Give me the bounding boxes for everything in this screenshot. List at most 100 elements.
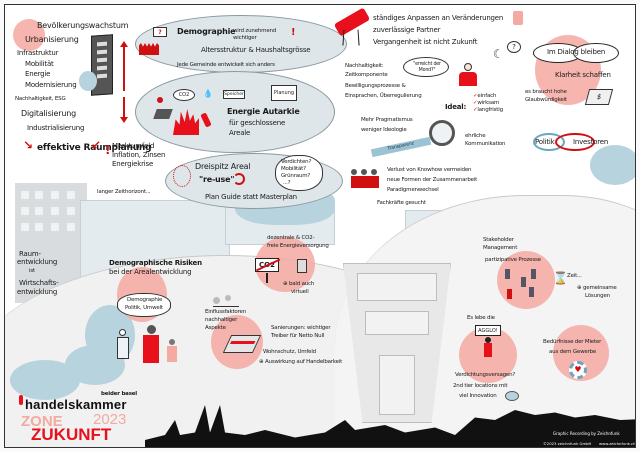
- ideal-item-einfach: ✓einfach: [473, 93, 497, 99]
- protester-icon: [483, 337, 493, 357]
- label-vergangenheit: Vergangenheit ist nicht Zukunft: [373, 38, 478, 46]
- label-planguide: Plan Guide statt Masterplan: [205, 193, 297, 201]
- gear-heart-icon: ♥: [569, 361, 587, 379]
- demo-thought-cloud: [117, 293, 171, 317]
- label-moon-quote: "erreicht der Mond?": [413, 62, 441, 73]
- brand-zukunft: ZUKUNFT: [31, 425, 112, 444]
- label-loesungen: Lösungen: [585, 293, 610, 299]
- label-innovation: viel Innovation: [459, 393, 497, 399]
- label-ist: ist: [29, 268, 35, 274]
- exclamation-icon: !: [105, 143, 111, 157]
- co2-sign-post: [266, 273, 268, 283]
- label-gemeinde: Jede Gemeinde entwickelt sich anders: [177, 62, 275, 68]
- label-entwicklung: entwicklung: [17, 258, 58, 266]
- label-kommunikation: Kommunikation: [465, 141, 506, 147]
- label-knowhow: Verlust von Knowhow vermeiden: [387, 167, 472, 173]
- moon-icon: ☾: [493, 47, 504, 61]
- calendar-icon: ?: [153, 27, 167, 37]
- label-mobilitaet-q: Mobilität?: [281, 166, 306, 172]
- tower-window-row: [357, 273, 437, 301]
- label-beduerfnisse: Bedürfnisse der Mieter: [543, 339, 602, 345]
- label-nachhaltigkeit-2: Nachhaltigkeit:: [345, 63, 384, 69]
- label-ideologie: weniger Ideologie: [361, 127, 407, 133]
- label-klarheit: Klarheit schaffen: [555, 71, 611, 79]
- handelskammer-logo-icon: [19, 395, 23, 405]
- label-entwicklung-2: entwicklung: [17, 288, 58, 296]
- tree-icon: [79, 71, 97, 91]
- label-energieversorgung: freie Energieversorgung: [267, 243, 329, 249]
- label-ideal: Ideal:: [445, 103, 467, 111]
- speicher-label-box: Speicher: [223, 90, 245, 99]
- label-aspekte: Aspekte: [205, 325, 226, 331]
- label-virtuell: virtuell: [291, 289, 309, 295]
- label-industrialisierung: Industrialisierung: [27, 124, 85, 132]
- label-inflation: Inflation, Zinsen: [112, 151, 166, 159]
- tree: [10, 360, 80, 400]
- label-arealentwicklung: bei der Arealentwicklung: [109, 268, 192, 276]
- label-zunehmend: wird zunehmend wichtiger: [233, 28, 277, 41]
- water-drops-icon: 💧: [203, 89, 213, 98]
- team-icon: [351, 169, 381, 189]
- ideal-item-langfristig: ✓langfristig: [473, 106, 503, 113]
- label-demographie: Demographie: [177, 27, 236, 36]
- question-cloud-icon: ?: [507, 41, 521, 53]
- tower-door: [379, 355, 415, 415]
- label-netto-null: Treiber für Netto Null: [271, 333, 325, 339]
- label-demo-risks: Demographische Risiken: [109, 259, 202, 267]
- arrow-down-head-icon: [120, 117, 128, 123]
- label-fachkraefte: Fachkräfte gesucht: [377, 200, 426, 206]
- label-auswirkung: ⊕ Auswirkung auf Handelbarkeit: [259, 359, 343, 365]
- tablet-hand-icon: [297, 259, 307, 273]
- label-areale: Areale: [229, 129, 251, 137]
- label-zeit: Zeit...: [567, 273, 582, 279]
- dotted-loop-icon: [173, 165, 191, 187]
- label-zusammenarbeit: neue Formen der Zusammenarbeit: [387, 177, 478, 183]
- label-partner: zuverlässige Partner: [373, 26, 441, 34]
- label-stakeholder: Stakeholder: [483, 237, 514, 243]
- arrow-down-icon: [123, 97, 125, 119]
- label-verdichtung: Verdichtungsversagen?: [455, 372, 516, 378]
- sun-icon: [157, 97, 163, 103]
- magnifier-icon: [429, 120, 455, 146]
- exclamation-icon: !: [291, 27, 296, 38]
- brand-zone: ZONE: [21, 413, 63, 430]
- ideal-item-wirksam: ✓wirksam: [473, 99, 500, 106]
- planung-scroll-icon: Planung: [271, 85, 297, 101]
- label-nachhaltigkeit: Nachhaltigkeit, ESG: [15, 96, 66, 102]
- brand-year: 2023: [93, 411, 127, 428]
- label-raum: Raum-: [19, 250, 41, 258]
- label-investoren: Investoren: [573, 138, 609, 146]
- label-marktumfeld: Marktumfeld: [112, 142, 155, 150]
- ideal-list: ✓einfach ✓wirksam ✓langfristig: [473, 93, 503, 114]
- arrow-up-head-icon: [120, 41, 128, 47]
- moon-quote-bubble: [403, 57, 449, 77]
- label-mobilitaet: Mobilität: [25, 60, 54, 68]
- reuse-arrow-icon: [233, 173, 245, 185]
- arrow-up-icon: [123, 45, 125, 91]
- label-paradigmenwechsel: Paradigmenwechsel: [387, 187, 439, 193]
- label-partizipative: partizipative Prozesse: [485, 257, 541, 263]
- highlight-blob: [13, 19, 45, 51]
- label-wirtschafts: Wirtschafts-: [19, 279, 59, 287]
- tree: [590, 145, 635, 185]
- label-politik: Politik: [535, 138, 555, 146]
- thought-cloud: [275, 155, 323, 191]
- label-gemeinsame: ⊕ gemeinsame: [577, 285, 617, 291]
- transparenz-handle: Transparenz: [370, 136, 432, 158]
- money-stack-icon: $: [584, 89, 614, 105]
- credits-line-1: Graphic Recording by Zeichnfunk: [553, 431, 620, 436]
- label-energiekrise: Energiekrise: [112, 160, 154, 168]
- label-bevoelkerung: Bevölkerungswachstum: [37, 21, 129, 30]
- label-glaubwuerdigkeit: Glaubwürdigkeit: [525, 97, 567, 103]
- dialog-bubble-right: [573, 43, 619, 63]
- label-gruenraum: Grünraum?: [281, 173, 311, 179]
- label-bald: ⊕ bald auch: [283, 281, 315, 287]
- label-verdichten: Verdichten?: [281, 159, 312, 165]
- label-sanierungen: Sanierungen: wichtiger: [271, 325, 331, 331]
- leaves-icon: [213, 295, 239, 307]
- plug-icon: [513, 11, 523, 25]
- drawing-frame: Bevölkerungswachstum Urbanisierung Infra…: [4, 4, 636, 448]
- label-gewerbe: aus dem Gewerbe: [549, 349, 597, 355]
- highlight-blob: [497, 251, 555, 309]
